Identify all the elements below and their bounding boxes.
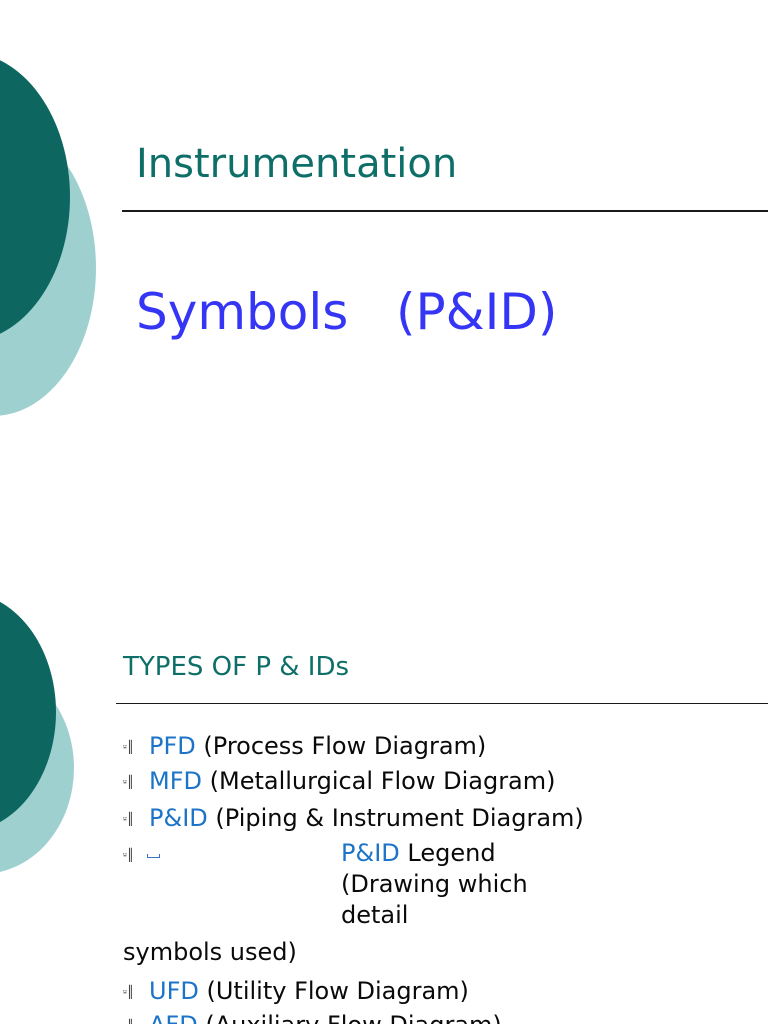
arrow-bullet-icon: ⸚║ xyxy=(123,812,135,826)
list-item-continuation: symbols used) xyxy=(123,938,297,966)
slide-title: TYPES OF P & IDs xyxy=(123,652,350,682)
slide-title: Instrumentation xyxy=(136,141,458,187)
subtitle-pid: (P&ID) xyxy=(396,283,558,341)
title-divider xyxy=(116,703,768,704)
arrow-bullet-icon: ⸚║ xyxy=(123,985,135,999)
slide-types-of-pids: TYPES OF P & IDs ⸚║PFD (Process Flow Dia… xyxy=(0,512,768,1024)
title-divider xyxy=(122,210,768,212)
arrow-bullet-icon: ⸚║ xyxy=(123,848,135,862)
slide-instrumentation: Instrumentation Symbols (P&ID) xyxy=(0,52,768,416)
list-item: ⸚║MFD (Metallurgical Flow Diagram) xyxy=(123,765,556,798)
box-bullet-icon xyxy=(147,854,160,858)
arrow-bullet-icon: ⸚║ xyxy=(123,740,135,754)
legend-description: P&ID Legend (Drawing which detail xyxy=(341,839,528,929)
list-item: ⸚║P&ID (Piping & Instrument Diagram) xyxy=(123,802,584,835)
arrow-bullet-icon: ⸚║ xyxy=(123,1010,149,1024)
list-item: ⸚║PFD (Process Flow Diagram) xyxy=(123,730,486,763)
slide-subtitle: Symbols (P&ID) xyxy=(136,282,557,342)
subtitle-symbols: Symbols xyxy=(136,283,349,341)
list-item: ⸚║ P&ID Legend (Drawing which detail xyxy=(123,838,528,948)
list-item: ⸚║AFD (Auxiliary Flow Diagram) xyxy=(123,1009,502,1024)
arrow-bullet-icon: ⸚║ xyxy=(123,775,135,789)
list-item: ⸚║UFD (Utility Flow Diagram) xyxy=(123,975,469,1008)
